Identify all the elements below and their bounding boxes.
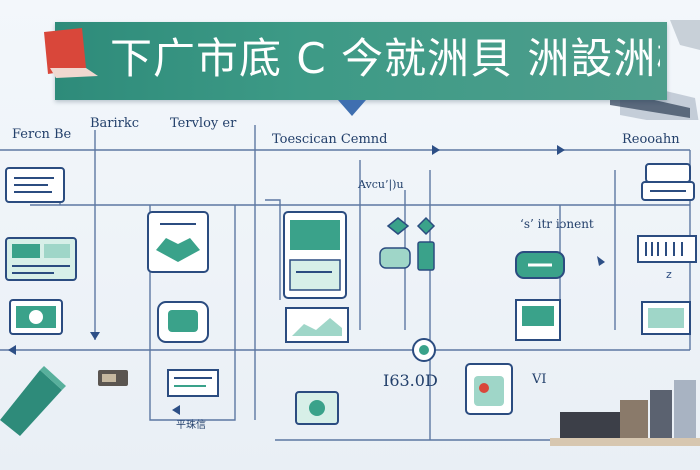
label-top-mid-b: Toescican Cemnd	[272, 132, 388, 147]
phone-app-icon	[283, 211, 347, 299]
status-card-icon	[465, 363, 513, 415]
svg-text:z: z	[666, 268, 672, 281]
banner-pointer	[338, 100, 366, 116]
handshake-card-icon	[147, 211, 209, 273]
chart-card-icon	[5, 237, 77, 281]
label-top-right: Reooahn	[622, 132, 680, 147]
label-bottom-number: I63.0D	[383, 371, 438, 390]
label-bottom-caption: 平珠信	[176, 420, 206, 431]
label-mid-center: Avcu’|)u	[358, 178, 404, 191]
page-title: 下广市底 C 今就洲貝 洲設洲機洲	[110, 34, 660, 83]
city-decoration	[550, 380, 700, 446]
chart-window-icon	[285, 307, 349, 343]
label-bottom-small: VI	[532, 372, 547, 387]
node-circle-icon	[412, 338, 436, 362]
document-icon	[5, 167, 65, 203]
label-mid-right: ‘s’ itr iɔnent	[520, 217, 594, 231]
label-top-mid-a: Tervloy er	[170, 116, 237, 131]
title-banner	[55, 22, 667, 100]
red-flag-icon	[44, 28, 98, 78]
label-top-left-b: Barirkc	[90, 116, 140, 131]
bottom-left-decoration	[0, 366, 66, 436]
device-icon	[98, 370, 128, 386]
tablet-icon	[157, 301, 209, 343]
photo-card-icon	[641, 301, 691, 335]
key-card-icon	[515, 251, 565, 279]
label-top-left-a: Fercn Be	[12, 127, 72, 142]
screen-icon	[515, 299, 561, 341]
list-card-icon	[167, 369, 219, 397]
barcode-card-icon: z	[637, 235, 697, 281]
money-card-icon	[295, 391, 339, 425]
monitor-icon	[9, 299, 63, 335]
network-nodes-icon	[379, 216, 436, 271]
printer-icon	[641, 163, 695, 201]
